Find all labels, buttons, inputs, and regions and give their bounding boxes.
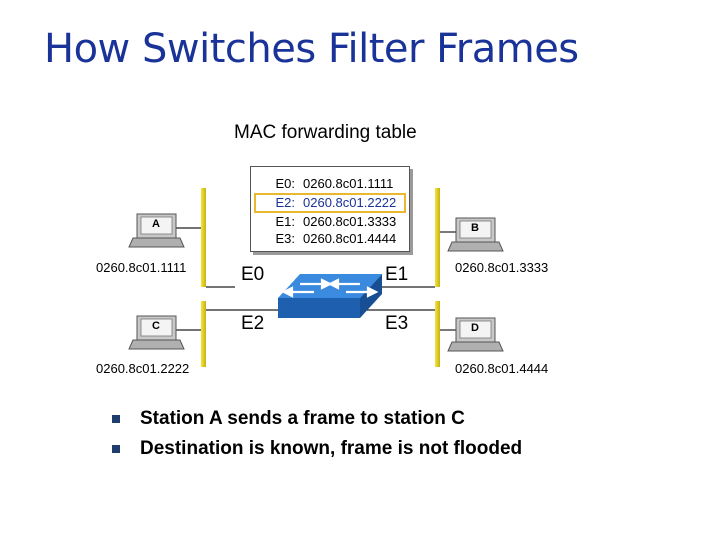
segment-b xyxy=(375,188,456,288)
port-e0-label: E0 xyxy=(241,264,265,285)
mac-table-caption: MAC forwarding table xyxy=(234,122,417,143)
host-c-mac: 0260.8c01.2222 xyxy=(96,361,190,376)
mac-table-row: E1: 0260.8c01.3333 xyxy=(251,213,409,231)
port-e3-label: E3 xyxy=(385,313,409,334)
segment-a xyxy=(176,188,235,288)
square-bullet-icon xyxy=(112,445,120,453)
bullet-text: Station A sends a frame to station C xyxy=(140,408,465,429)
pc-computer-icon xyxy=(447,317,504,352)
mac-table-address: 0260.8c01.1111 xyxy=(303,176,394,191)
mac-forwarding-table: E0: 0260.8c01.1111 E2: 0260.8c01.2222 E1… xyxy=(250,166,410,252)
list-item: Destination is known, frame is not flood… xyxy=(112,434,522,464)
mac-table-port: E1: xyxy=(275,214,295,229)
mac-table-port: E3: xyxy=(275,231,295,246)
mac-table-row-highlighted: E2: 0260.8c01.2222 xyxy=(254,193,406,213)
host-b-mac: 0260.8c01.3333 xyxy=(455,260,549,275)
mac-table-address: 0260.8c01.3333 xyxy=(303,214,397,229)
pc-computer-icon xyxy=(447,217,504,252)
pc-computer-icon xyxy=(128,315,185,350)
ethernet-switch-icon xyxy=(278,274,382,318)
list-item: Station A sends a frame to station C xyxy=(112,404,522,434)
host-d-mac: 0260.8c01.4444 xyxy=(455,361,549,376)
segment-d xyxy=(360,301,456,367)
host-c-name: C xyxy=(152,320,160,332)
port-e1-label: E1 xyxy=(385,264,409,285)
mac-table-row: E0: 0260.8c01.1111 xyxy=(251,175,409,193)
slide-title: How Switches Filter Frames xyxy=(44,26,579,72)
bullet-list: Station A sends a frame to station C Des… xyxy=(112,404,522,464)
mac-table-port: E2: xyxy=(275,195,295,210)
host-d-name: D xyxy=(471,322,479,334)
host-b-name: B xyxy=(471,222,479,234)
mac-table-port: E0: xyxy=(275,176,295,191)
mac-table-address: 0260.8c01.2222 xyxy=(303,195,397,210)
mac-table-row: E3: 0260.8c01.4444 xyxy=(251,230,409,248)
pc-computer-icon xyxy=(128,213,185,248)
host-a-mac: 0260.8c01.1111 xyxy=(96,260,187,275)
mac-table-address: 0260.8c01.4444 xyxy=(303,231,397,246)
segment-c xyxy=(176,301,278,367)
port-e2-label: E2 xyxy=(241,313,265,334)
bullet-text: Destination is known, frame is not flood… xyxy=(140,438,523,459)
square-bullet-icon xyxy=(112,415,120,423)
host-a-name: A xyxy=(152,218,160,230)
